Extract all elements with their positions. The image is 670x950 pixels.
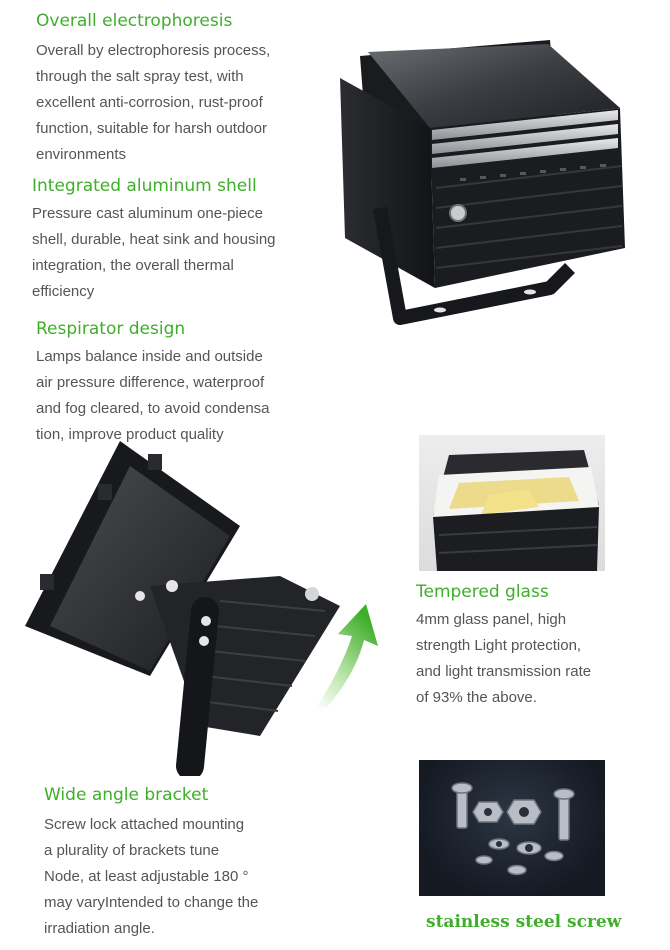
section-respirator: Respirator design Lamps balance inside a… bbox=[36, 318, 270, 448]
up-arrow-icon bbox=[312, 600, 382, 710]
tempered-glass-photo bbox=[419, 435, 605, 571]
bracket-text: Screw lock attached mounting a plurality… bbox=[44, 812, 258, 942]
text-line: excellent anti-corrosion, rust-proof bbox=[36, 94, 263, 111]
text-line: environments bbox=[36, 146, 127, 163]
electrophoresis-title: Overall electrophoresis bbox=[36, 11, 233, 31]
text-line: shell, durable, heat sink and housing bbox=[32, 231, 276, 248]
screw-caption: stainless steel screw bbox=[426, 912, 622, 932]
floodlight-product-image bbox=[320, 38, 640, 338]
stainless-steel-screw-photo bbox=[419, 760, 605, 896]
text-line: Node, at least adjustable 180 ° bbox=[44, 868, 249, 885]
bracket-title: Wide angle bracket bbox=[44, 785, 209, 805]
section-electrophoresis: Overall electrophoresis Overall by elect… bbox=[36, 10, 270, 168]
text-line: of 93% the above. bbox=[416, 689, 537, 706]
text-line: and light transmission rate bbox=[416, 663, 592, 680]
electrophoresis-text: Overall by electrophoresis process, thro… bbox=[36, 38, 270, 168]
section-glass: Tempered glass 4mm glass panel, high str… bbox=[416, 581, 591, 711]
text-line: and fog cleared, to avoid condensa bbox=[36, 400, 270, 417]
section-bracket: Wide angle bracket Screw lock attached m… bbox=[44, 784, 258, 942]
bracket-drawing bbox=[25, 441, 340, 776]
glass-title: Tempered glass bbox=[416, 582, 549, 602]
glass-text: 4mm glass panel, high strength Light pro… bbox=[416, 607, 591, 711]
text-line: Overall by electrophoresis process, bbox=[36, 42, 271, 59]
text-line: tion, improve product quality bbox=[36, 426, 224, 443]
shell-title: Integrated aluminum shell bbox=[32, 176, 257, 196]
section-shell: Integrated aluminum shell Pressure cast … bbox=[32, 175, 276, 305]
text-line: may varyIntended to change the bbox=[44, 894, 259, 911]
text-line: efficiency bbox=[32, 283, 95, 300]
floodlight-bracket-image bbox=[20, 436, 350, 776]
shell-text: Pressure cast aluminum one-piece shell, … bbox=[32, 201, 276, 305]
text-line: 4mm glass panel, high bbox=[416, 611, 567, 628]
text-line: integration, the overall thermal bbox=[32, 257, 234, 274]
text-line: strength Light protection, bbox=[416, 637, 582, 654]
text-line: Screw lock attached mounting bbox=[44, 816, 245, 833]
text-line: Pressure cast aluminum one-piece bbox=[32, 205, 263, 222]
text-line: a plurality of brackets tune bbox=[44, 842, 220, 859]
text-line: irradiation angle. bbox=[44, 920, 155, 937]
respirator-title: Respirator design bbox=[36, 319, 186, 339]
respirator-text: Lamps balance inside and outside air pre… bbox=[36, 344, 270, 448]
floodlight-drawing bbox=[340, 40, 625, 325]
text-line: through the salt spray test, with bbox=[36, 68, 244, 85]
text-line: Lamps balance inside and outside bbox=[36, 348, 263, 365]
text-line: function, suitable for harsh outdoor bbox=[36, 120, 267, 137]
text-line: air pressure difference, waterproof bbox=[36, 374, 265, 391]
